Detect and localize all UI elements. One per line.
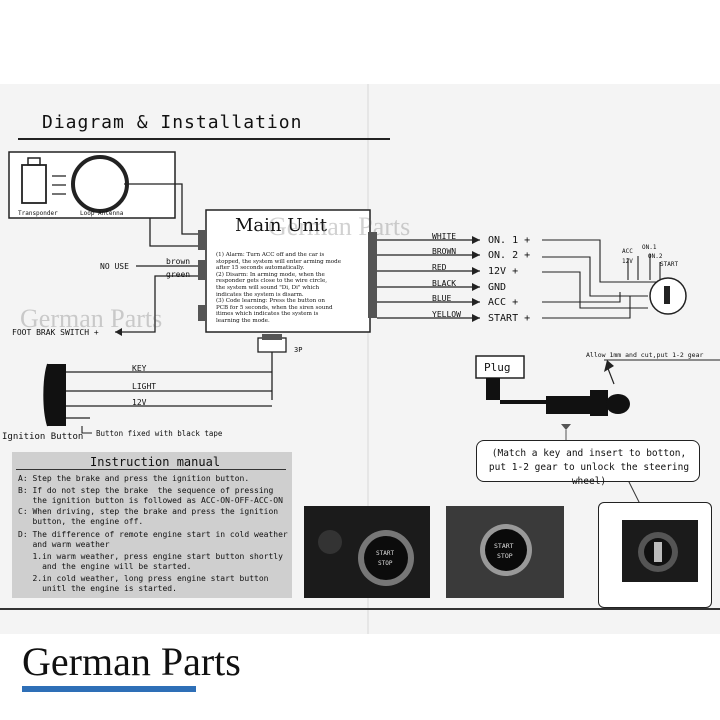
12v-wire-label: 12V bbox=[132, 398, 147, 407]
switch-acc-label: ACC bbox=[622, 248, 633, 255]
main-unit-desc-line: the system will sound "Di, Di" which bbox=[216, 284, 320, 291]
signal-gnd-label: GND bbox=[488, 282, 507, 293]
manual-line: 1.in warm weather, press engine start bu… bbox=[18, 552, 283, 561]
key-wire-label: KEY bbox=[132, 364, 147, 373]
manual-line: A: Step the brake and press the ignition… bbox=[18, 474, 250, 483]
wire-white-label: WHITE bbox=[432, 232, 457, 241]
manual-line: unitl the engine is started. bbox=[18, 584, 177, 593]
switch-on2-label: ON.2 bbox=[648, 253, 663, 260]
match-key-box bbox=[476, 440, 700, 482]
brand-logo: German Parts bbox=[22, 639, 241, 684]
title-rule bbox=[18, 138, 390, 140]
signal-acc-label: ACC + bbox=[488, 297, 519, 308]
wire-blue-label: BLUE bbox=[432, 294, 452, 303]
main-unit-desc-line: itimes which indicates the system is bbox=[216, 311, 319, 318]
instruction-manual bbox=[12, 452, 292, 598]
manual-line: B: If do not step the brake the sequence… bbox=[18, 486, 274, 495]
manual-line: and warm weather bbox=[18, 540, 110, 549]
switch-start-label: START bbox=[660, 261, 679, 268]
foot-brake-label: FOOT BRAK SWITCH + bbox=[12, 328, 99, 337]
plug-label: Plug bbox=[484, 361, 511, 374]
brand-bar bbox=[22, 686, 196, 692]
photo-key-slot bbox=[622, 520, 698, 582]
switch-12v-label: 12V bbox=[622, 258, 633, 265]
signal-12v-label: 12V + bbox=[488, 266, 519, 277]
signal-on2-label: ON. 2 + bbox=[488, 250, 531, 261]
page-fold bbox=[367, 84, 369, 634]
no-use-label: NO USE bbox=[100, 262, 129, 271]
manual-line: D: The difference of remote engine start… bbox=[18, 530, 288, 539]
main-unit-desc-line: after 15 seconds automatically. bbox=[216, 265, 305, 272]
main-unit-desc-line: responder gets close to the wire circle, bbox=[216, 278, 328, 285]
transponder-label: Transponder bbox=[18, 210, 58, 217]
manual-rule bbox=[16, 469, 286, 470]
brown-wire-label: brown bbox=[166, 257, 191, 266]
photo2-start-text: START bbox=[494, 542, 514, 550]
start-button-closeup-icon bbox=[446, 506, 564, 598]
main-unit-desc-line: PCB for 5 seconds, when the siren sound bbox=[216, 304, 333, 311]
photo-start-button-2: START STOP bbox=[446, 506, 564, 598]
signal-start-label: START + bbox=[488, 313, 531, 324]
green-wire-label: green bbox=[166, 270, 191, 279]
manual-line: and the engine will be started. bbox=[18, 562, 192, 571]
manual-title: Instruction manual bbox=[90, 455, 221, 469]
allow-note: Allow 1mm and cut,put 1-2 gear bbox=[586, 351, 704, 359]
wire-black-label: BLACK bbox=[432, 279, 457, 288]
photo-start-button-1: START STOP bbox=[304, 506, 430, 598]
manual-line: button, the engine off. bbox=[18, 517, 144, 526]
key-slot-icon bbox=[638, 532, 678, 572]
main-unit-title: Main Unit bbox=[235, 215, 327, 236]
main-unit-box bbox=[205, 209, 371, 333]
manual-line: C: When driving, step the brake and pres… bbox=[18, 507, 279, 516]
photo1-stop-text: STOP bbox=[378, 560, 393, 567]
page-title: Diagram & Installation bbox=[42, 112, 303, 133]
start-button-icon bbox=[318, 530, 414, 586]
wire-yellow-label: YELLOW bbox=[432, 310, 461, 319]
watermark: German Parts bbox=[20, 304, 163, 333]
ignition-button-label: Ignition Button bbox=[2, 432, 84, 442]
light-wire-label: LIGHT bbox=[132, 382, 157, 391]
ignition-button-icon bbox=[43, 363, 49, 427]
wire-red-label: RED bbox=[432, 263, 447, 272]
main-unit-description: (1) Alarm: Turn ACC off and the car is s… bbox=[216, 252, 366, 325]
main-unit-desc-line: learning the mode. bbox=[216, 317, 270, 324]
main-unit-desc-line: (2) Disarm: In arming mode, when the bbox=[216, 271, 325, 278]
manual-line: the ignition button is followed as ACC-O… bbox=[18, 496, 283, 505]
watermark: German Parts bbox=[268, 212, 411, 241]
match-key-note: (Match a key and insert to botton, put 1… bbox=[488, 448, 690, 487]
bottom-rule bbox=[0, 608, 720, 610]
photo1-start-text: START bbox=[376, 550, 395, 557]
main-unit-desc-line: (3) Code learning: Press the button on bbox=[216, 298, 325, 305]
manual-line: 2.in cold weather, long press engine sta… bbox=[18, 574, 269, 583]
tape-note: Button fixed with black tape bbox=[96, 429, 223, 438]
main-unit-desc-line: (1) Alarm: Turn ACC off and the car is bbox=[216, 252, 325, 258]
signal-on1-label: ON. 1 + bbox=[488, 235, 531, 246]
photo2-stop-text: STOP bbox=[497, 552, 513, 560]
main-unit-desc-line: stopped, the system will enter arming mo… bbox=[216, 258, 342, 265]
main-unit-desc-line: indicates the system is disarm. bbox=[216, 291, 304, 298]
switch-on1-label: ON.1 bbox=[642, 244, 657, 251]
wire-brown-label: BROWN bbox=[432, 247, 457, 256]
connector-3p-label: 3P bbox=[294, 346, 303, 354]
loop-antenna-label: Loop Antenna bbox=[80, 210, 124, 217]
antenna-box bbox=[8, 151, 176, 219]
